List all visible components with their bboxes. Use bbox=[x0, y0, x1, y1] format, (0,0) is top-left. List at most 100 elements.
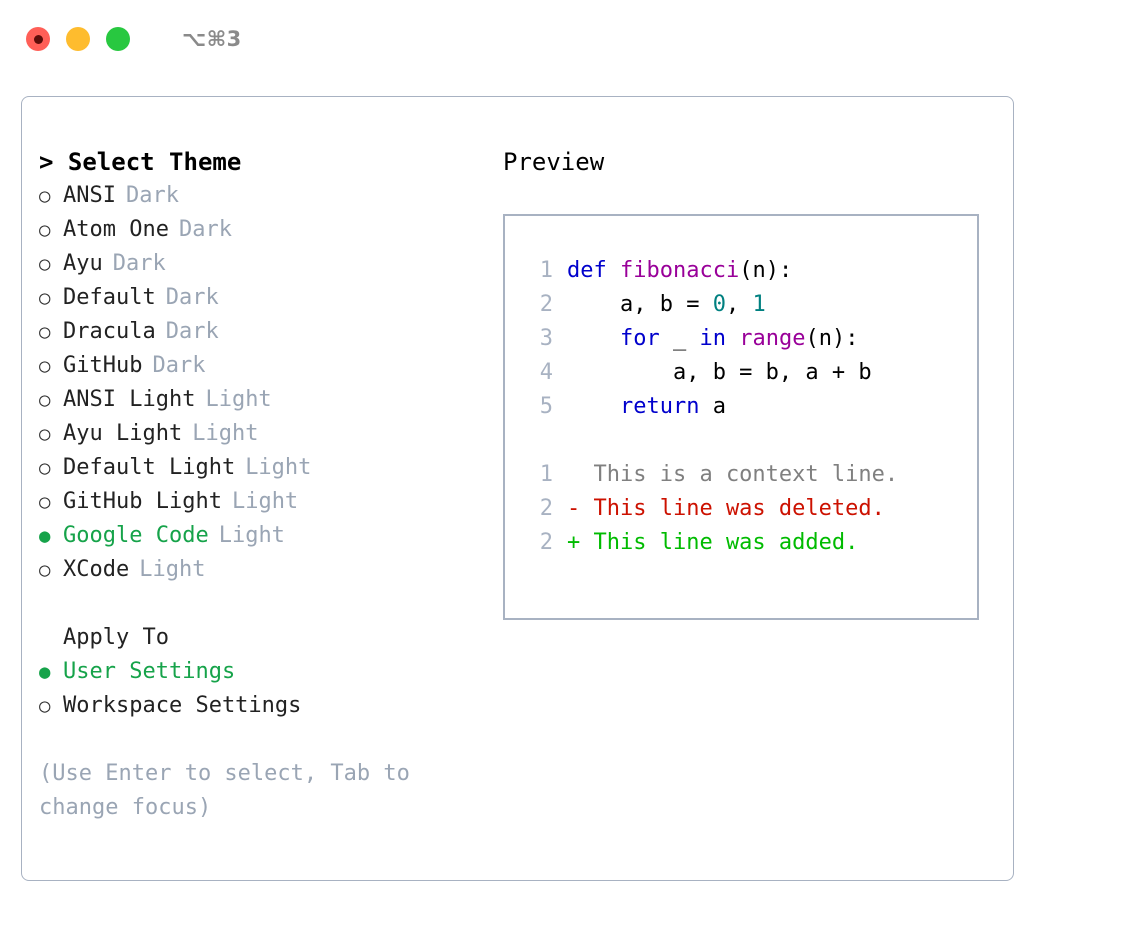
line-number: 2 bbox=[539, 530, 553, 555]
theme-list-item[interactable]: ○ GitHub Light Light bbox=[39, 485, 492, 519]
code-token-plain: (n): bbox=[805, 326, 859, 351]
code-token-plain: a, b = b, a + b bbox=[567, 360, 872, 385]
line-number: 5 bbox=[539, 394, 553, 419]
code-token-plain: (n): bbox=[739, 258, 793, 283]
theme-list-item[interactable]: ○ GitHub Dark bbox=[39, 349, 492, 383]
diff-sample: 1 This is a context line. 2 - This line wa… bbox=[505, 458, 977, 560]
code-token-kw: in bbox=[699, 326, 726, 351]
theme-list-item[interactable]: ○ Atom One Dark bbox=[39, 213, 492, 247]
radio-unselected-icon: ○ bbox=[39, 321, 51, 343]
code-token-fn: fibonacci bbox=[619, 258, 740, 283]
theme-kind-badge: Light bbox=[192, 421, 259, 446]
code-token-kw: return bbox=[619, 394, 700, 419]
radio-unselected-icon: ○ bbox=[39, 219, 51, 241]
theme-kind-badge: Dark bbox=[125, 183, 179, 208]
code-token-plain: a bbox=[699, 394, 726, 419]
code-token-kw: def bbox=[567, 258, 620, 283]
radio-unselected-icon: ○ bbox=[39, 253, 51, 275]
line-number: 1 bbox=[539, 258, 553, 283]
diff-line: 2 - This line was deleted. bbox=[505, 492, 977, 526]
theme-name: Default bbox=[63, 285, 156, 310]
code-line-text: for _ in range(n): bbox=[567, 322, 858, 356]
code-line-text: return a bbox=[567, 390, 726, 424]
code-token-kw: for bbox=[619, 326, 660, 351]
code-token-fn: range bbox=[739, 326, 806, 351]
apply-to-option-label: Workspace Settings bbox=[63, 693, 302, 718]
theme-list-item[interactable]: ○ ANSI Dark bbox=[39, 179, 492, 213]
code-token-plain: , bbox=[725, 292, 753, 317]
code-line: 5 return a bbox=[505, 390, 977, 424]
theme-kind-badge: Light bbox=[245, 455, 312, 480]
code-token-plain: a, b = bbox=[567, 292, 713, 317]
title-bar: ⌥⌘3 bbox=[0, 0, 1140, 78]
keyboard-hint-text: (Use Enter to select, Tab to change focu… bbox=[39, 761, 424, 820]
radio-unselected-icon: ○ bbox=[39, 185, 51, 207]
diff-line-text-add: + This line was added. bbox=[567, 530, 859, 555]
theme-name: GitHub Light bbox=[63, 489, 222, 514]
code-token-num: 1 bbox=[752, 292, 766, 317]
radio-selected-icon: ● bbox=[39, 525, 51, 547]
line-number: 2 bbox=[539, 496, 553, 521]
theme-kind-badge: Light bbox=[205, 387, 272, 412]
theme-kind-badge: Light bbox=[139, 557, 206, 582]
minimize-button[interactable] bbox=[66, 27, 90, 51]
radio-unselected-icon: ○ bbox=[39, 389, 51, 411]
theme-list-item[interactable]: ○ Ayu Dark bbox=[39, 247, 492, 281]
theme-name: Google Code bbox=[63, 523, 209, 548]
select-theme-heading: > Select Theme bbox=[39, 148, 242, 176]
theme-kind-badge: Dark bbox=[165, 319, 219, 344]
code-line: 4 a, b = b, a + b bbox=[505, 356, 977, 390]
apply-to-option[interactable]: ●User Settings bbox=[39, 655, 492, 689]
radio-unselected-icon: ○ bbox=[39, 355, 51, 377]
code-token-num: 0 bbox=[712, 292, 726, 317]
theme-kind-badge: Light bbox=[231, 489, 299, 514]
code-token-plain bbox=[567, 326, 620, 351]
theme-name: GitHub bbox=[63, 353, 143, 378]
code-token-plain bbox=[726, 326, 739, 351]
code-line-text: a, b = 0, 1 bbox=[567, 288, 766, 322]
theme-kind-badge: Dark bbox=[165, 285, 219, 310]
theme-name: XCode bbox=[63, 557, 130, 582]
radio-unselected-icon: ○ bbox=[39, 287, 51, 309]
theme-name: ANSI bbox=[63, 183, 116, 208]
theme-kind-badge: Light bbox=[218, 523, 285, 548]
code-token-plain: _ bbox=[659, 326, 700, 351]
line-number: 1 bbox=[539, 462, 553, 487]
theme-name: Ayu bbox=[63, 251, 103, 276]
apply-to-list[interactable]: ●User Settings○Workspace Settings bbox=[39, 655, 492, 723]
theme-name: Ayu Light bbox=[63, 421, 183, 446]
diff-line: 2 + This line was added. bbox=[505, 526, 977, 560]
code-line: 2 a, b = 0, 1 bbox=[505, 288, 977, 322]
code-line-text: a, b = b, a + b bbox=[567, 356, 872, 390]
diff-line-text-del: - This line was deleted. bbox=[567, 496, 885, 521]
theme-name: ANSI Light bbox=[63, 387, 196, 412]
theme-kind-badge: Dark bbox=[152, 353, 206, 378]
theme-name: Default Light bbox=[63, 455, 236, 480]
theme-name: Atom One bbox=[63, 217, 169, 242]
theme-list-item[interactable]: ● Google Code Light bbox=[39, 519, 492, 553]
code-line-text: def fibonacci(n): bbox=[567, 254, 792, 288]
radio-unselected-icon: ○ bbox=[39, 559, 51, 581]
theme-list-item[interactable]: ○ XCode Light bbox=[39, 553, 492, 587]
close-button[interactable] bbox=[26, 27, 50, 51]
code-line: 1 def fibonacci(n): bbox=[505, 254, 977, 288]
apply-to-option[interactable]: ○Workspace Settings bbox=[39, 689, 492, 723]
theme-kind-badge: Dark bbox=[112, 251, 166, 276]
record-dot-icon bbox=[33, 34, 43, 44]
maximize-button[interactable] bbox=[106, 27, 130, 51]
theme-list-item[interactable]: ○ ANSI Light Light bbox=[39, 383, 492, 417]
theme-kind-badge: Dark bbox=[178, 217, 232, 242]
radio-unselected-icon: ○ bbox=[39, 491, 51, 513]
theme-list-item[interactable]: ○ Default Dark bbox=[39, 281, 492, 315]
diff-line-text-ctx: This is a context line. bbox=[567, 462, 899, 487]
